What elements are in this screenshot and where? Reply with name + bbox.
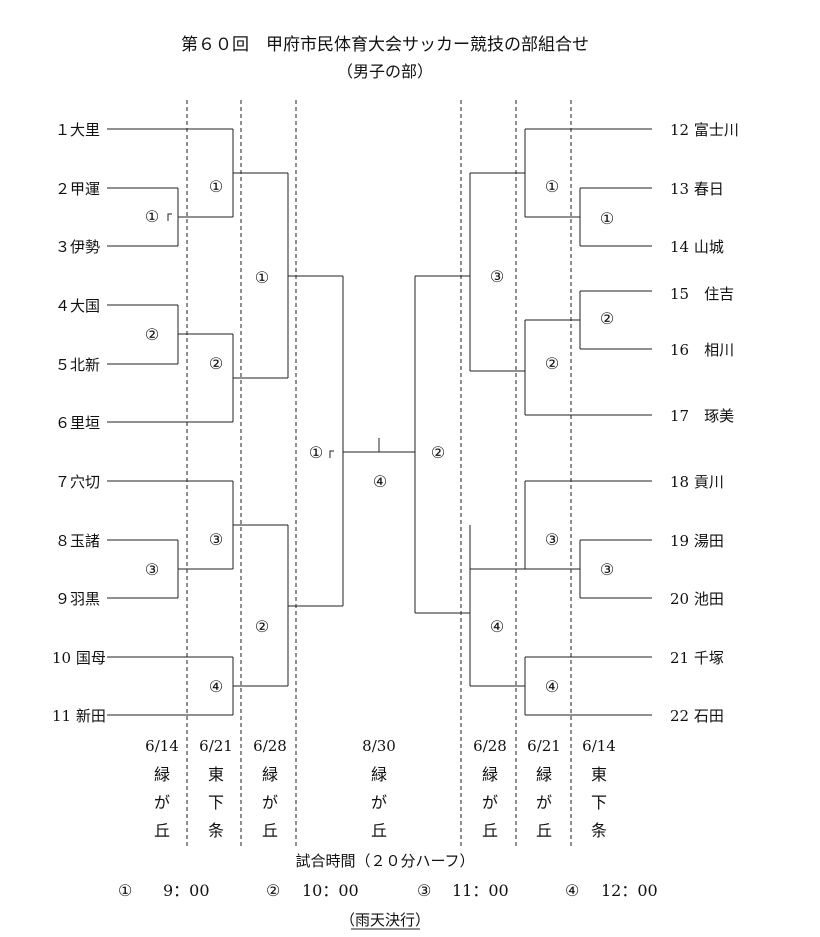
schedule-date: 6/21 [199, 737, 233, 755]
match-marker: ① [309, 443, 323, 462]
match-marker: ④ [545, 677, 559, 696]
time-mark: ③ [417, 881, 431, 900]
schedule-date: 6/28 [253, 737, 287, 755]
venue-char: 東 [591, 765, 607, 784]
time-mark: ④ [565, 881, 579, 900]
match-marker: ① [145, 207, 159, 226]
venue-char: 丘 [482, 821, 498, 840]
venue-char: 条 [208, 821, 224, 840]
team-name: 18 貢川 [670, 473, 724, 491]
time-heading: 試合時間（２０分ハーフ） [295, 852, 474, 870]
team-name: 21 千塚 [670, 649, 724, 667]
match-marker: ① [545, 177, 559, 196]
team-name: 20 池田 [670, 590, 724, 608]
match-marker: ① [209, 177, 223, 196]
rain-note: （雨天決行） [340, 911, 430, 929]
team-name: 14 山城 [670, 238, 724, 256]
team-name: ８玉諸 [55, 532, 100, 550]
team-name: 15 住吉 [670, 285, 734, 303]
match-marker: ③ [209, 530, 223, 549]
column-dividers [186, 100, 572, 848]
team-name: ５北新 [55, 356, 100, 374]
page-subtitle: （男子の部） [337, 62, 433, 81]
time-value: 11：00 [452, 881, 509, 900]
venue-char: が [262, 793, 278, 812]
time-mark: ① [118, 881, 132, 900]
time-mark: ② [266, 881, 280, 900]
match-marker: ② [545, 354, 559, 373]
venue-char: 緑 [154, 765, 170, 784]
time-value: 12：00 [601, 881, 658, 900]
venue-char: 丘 [536, 821, 552, 840]
match-markers: ① ② ③ ① ② ③ ④ ① ② ① ④ ② ③ ④ ① ② ③ ④ ① ② … [145, 177, 614, 696]
match-marker: ④ [490, 617, 504, 636]
team-name: 13 春日 [670, 180, 724, 198]
page-title: 第６０回 甲府市民体育大会サッカー競技の部組合せ [181, 35, 589, 55]
match-marker: ① [255, 268, 269, 287]
match-marker: ② [431, 443, 445, 462]
venue-char: 緑 [371, 765, 387, 784]
match-marker: ④ [373, 472, 387, 491]
team-name: ９羽黒 [55, 590, 100, 608]
venue-char: が [154, 793, 170, 812]
venue-char: 緑 [262, 765, 278, 784]
match-marker: ③ [490, 267, 504, 286]
team-name: 10 国母 [52, 649, 106, 667]
team-name: 17 琢美 [670, 407, 734, 425]
match-marker: ③ [545, 530, 559, 549]
time-value: 9：00 [163, 881, 210, 900]
schedule-date: 6/14 [145, 737, 179, 755]
left-team-names: １大里 ２甲運 ３伊勢 ４大国 ５北新 ６里垣 ７穴切 ８玉諸 ９羽黒 10 国… [52, 121, 106, 725]
match-marker: ② [209, 354, 223, 373]
team-name: 16 相川 [670, 341, 734, 359]
schedule-venues: 緑 が 丘 東 下 条 緑 が 丘 緑 が 丘 緑 が 丘 緑 が 丘 東 下 … [154, 765, 607, 840]
team-name: ３伊勢 [55, 238, 100, 256]
team-name: 19 湯田 [670, 532, 724, 550]
team-name: １大里 [55, 121, 100, 139]
team-name: 11 新田 [52, 707, 106, 725]
venue-char: 緑 [536, 765, 552, 784]
match-times: ① 9：00 ② 10：00 ③ 11：00 ④ 12：00 [118, 881, 658, 900]
schedule-date: 8/30 [362, 737, 396, 755]
schedule-date: 6/28 [473, 737, 507, 755]
match-marker: ② [600, 309, 614, 328]
venue-char: 丘 [262, 821, 278, 840]
right-team-names: 12 富士川 13 春日 14 山城 15 住吉 16 相川 17 琢美 18 … [670, 121, 739, 725]
team-name: ７穴切 [55, 473, 100, 491]
venue-char: 下 [208, 793, 224, 812]
match-marker: ② [145, 325, 159, 344]
venue-char: 緑 [482, 765, 498, 784]
match-marker: ③ [600, 560, 614, 579]
match-marker: ③ [145, 560, 159, 579]
time-value: 10：00 [302, 881, 359, 900]
venue-char: が [536, 793, 552, 812]
match-marker: ② [255, 617, 269, 636]
bracket-line [167, 213, 172, 221]
schedule-dates: 6/14 6/21 6/28 8/30 6/28 6/21 6/14 [145, 737, 616, 755]
venue-char: 丘 [154, 821, 170, 840]
team-name: ６里垣 [55, 414, 100, 432]
venue-char: 下 [591, 793, 607, 812]
schedule-date: 6/14 [582, 737, 616, 755]
venue-char: 丘 [371, 821, 387, 840]
team-name: ４大国 [55, 297, 100, 315]
venue-char: 条 [591, 821, 607, 840]
venue-char: 東 [208, 765, 224, 784]
schedule-date: 6/21 [527, 737, 561, 755]
match-marker: ① [600, 209, 614, 228]
match-marker: ④ [209, 677, 223, 696]
bracket-line [329, 450, 334, 458]
venue-char: が [482, 793, 498, 812]
team-name: 12 富士川 [670, 121, 739, 139]
team-name: 22 石田 [670, 707, 724, 725]
venue-char: が [371, 793, 387, 812]
team-name: ２甲運 [55, 180, 100, 198]
bracket-lines [107, 128, 652, 716]
